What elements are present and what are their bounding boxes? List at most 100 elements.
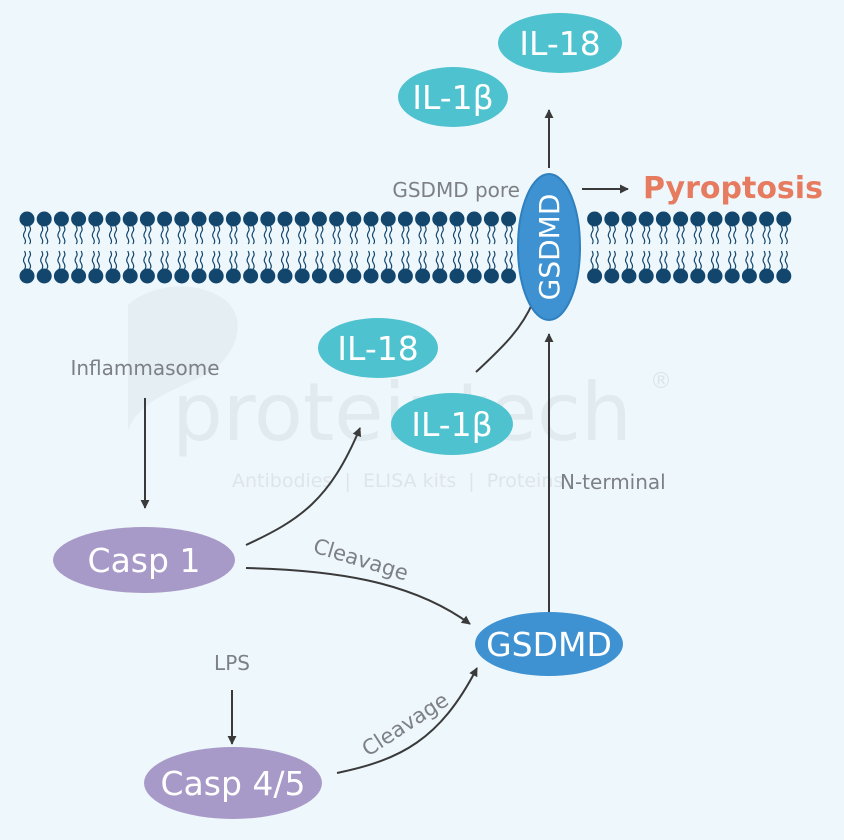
watermark: proteintech ® Antibodies | ELISA kits | … — [128, 286, 672, 492]
lipid-tail — [590, 250, 594, 270]
lipid-head — [724, 211, 740, 227]
label-n-terminal: N-terminal — [560, 470, 666, 494]
lipid-head — [604, 211, 620, 227]
lipid-tail — [698, 225, 702, 245]
lipid-tail — [199, 250, 204, 270]
lipid-tail — [315, 250, 319, 270]
node-il1b-top: IL-1β — [398, 67, 508, 127]
lipid-head — [174, 268, 190, 284]
lipid-tail — [234, 250, 238, 270]
lipid-tail — [74, 225, 78, 245]
lipid-tail — [642, 225, 646, 245]
lipid-tail — [27, 250, 32, 270]
lipid-tail — [487, 225, 491, 245]
lipid-tail — [504, 250, 508, 270]
lipid-tail — [27, 225, 32, 245]
lipid-tail — [108, 250, 113, 270]
lipid-head — [346, 211, 362, 227]
lipid-head — [759, 211, 775, 227]
lipid-tail — [401, 250, 405, 270]
lipid-tail — [303, 250, 307, 270]
node-casp1: Casp 1 — [53, 527, 235, 593]
lipid-tail — [710, 250, 715, 270]
lipid-tail — [251, 250, 255, 270]
lipid-head — [225, 211, 241, 227]
lipid-tail — [389, 225, 393, 245]
lipid-tail — [659, 225, 663, 245]
lipid-tail — [349, 225, 353, 245]
lipid-head — [483, 268, 499, 284]
lipid-tail — [160, 250, 164, 270]
cell-membrane-lipid-bilayer — [19, 211, 792, 284]
lipid-head — [673, 268, 689, 284]
lipid-head — [53, 268, 69, 284]
lipid-head — [707, 211, 723, 227]
lipid-tail — [280, 225, 285, 245]
line-il1b-to-pore — [475, 301, 534, 373]
watermark-tagline: Antibodies | ELISA kits | Proteins — [232, 470, 563, 492]
label-pyroptosis: Pyroptosis — [643, 171, 823, 206]
lipid-head — [707, 268, 723, 284]
lipid-tail — [590, 225, 594, 245]
lipid-head — [776, 211, 792, 227]
lipid-tail — [389, 250, 393, 270]
lipid-head — [741, 211, 757, 227]
lipid-tail — [62, 250, 66, 270]
lipid-tail — [165, 225, 169, 245]
lipid-tail — [57, 250, 61, 270]
lipid-head — [208, 268, 224, 284]
lipid-head — [88, 268, 104, 284]
lipid-tail — [113, 250, 118, 270]
lipid-tail — [681, 225, 685, 245]
lipid-head — [260, 268, 276, 284]
lipid-tail — [624, 250, 629, 270]
lipid-tail — [440, 225, 444, 245]
lipid-tail — [96, 225, 100, 245]
label-gsdmd-pore: GSDMD pore — [392, 178, 520, 202]
lipid-head — [88, 211, 104, 227]
arrow-casp45-to-gsdmd — [336, 667, 478, 774]
lipid-head — [638, 268, 654, 284]
lipid-tail — [767, 225, 771, 245]
lipid-tail — [217, 225, 221, 245]
lipid-tail — [492, 250, 496, 270]
lipid-tail — [131, 225, 135, 245]
lipid-head — [157, 211, 173, 227]
lipid-head — [191, 268, 207, 284]
lipid-tail — [298, 250, 302, 270]
lipid-tail — [698, 250, 702, 270]
label-inflammasome: Inflammasome — [70, 356, 219, 380]
lipid-tail — [595, 225, 599, 245]
lipid-tail — [108, 225, 113, 245]
lipid-head — [329, 268, 345, 284]
lipid-head — [294, 268, 310, 284]
lipid-head — [776, 268, 792, 284]
lipid-tail — [664, 225, 668, 245]
lipid-head — [432, 268, 448, 284]
lipid-tail — [693, 250, 697, 270]
arrow-casp1-to-il1b — [245, 427, 362, 546]
lipid-tail — [371, 250, 376, 270]
lipid-tail — [165, 250, 169, 270]
lipid-head — [397, 211, 413, 227]
lipid-tail — [263, 250, 267, 270]
lipid-tail — [470, 250, 474, 270]
lipid-tail — [728, 225, 732, 245]
node-il18-top: IL-18 — [498, 13, 622, 73]
lipid-tail — [280, 250, 285, 270]
lipid-tail — [22, 225, 27, 245]
lipid-tail — [126, 225, 130, 245]
lipid-tail — [217, 250, 221, 270]
lipid-tail — [745, 225, 749, 245]
lipid-tail — [595, 250, 599, 270]
lipid-tail — [113, 225, 118, 245]
node-il1b-top-label: IL-1β — [412, 78, 494, 117]
watermark-logo-shape — [128, 286, 238, 430]
lipid-head — [380, 268, 396, 284]
lipid-head — [139, 268, 155, 284]
lipid-tail — [332, 225, 336, 245]
lipid-tail — [160, 225, 164, 245]
lipid-tail — [642, 250, 646, 270]
lipid-tail — [143, 250, 147, 270]
lipid-tail — [607, 250, 611, 270]
